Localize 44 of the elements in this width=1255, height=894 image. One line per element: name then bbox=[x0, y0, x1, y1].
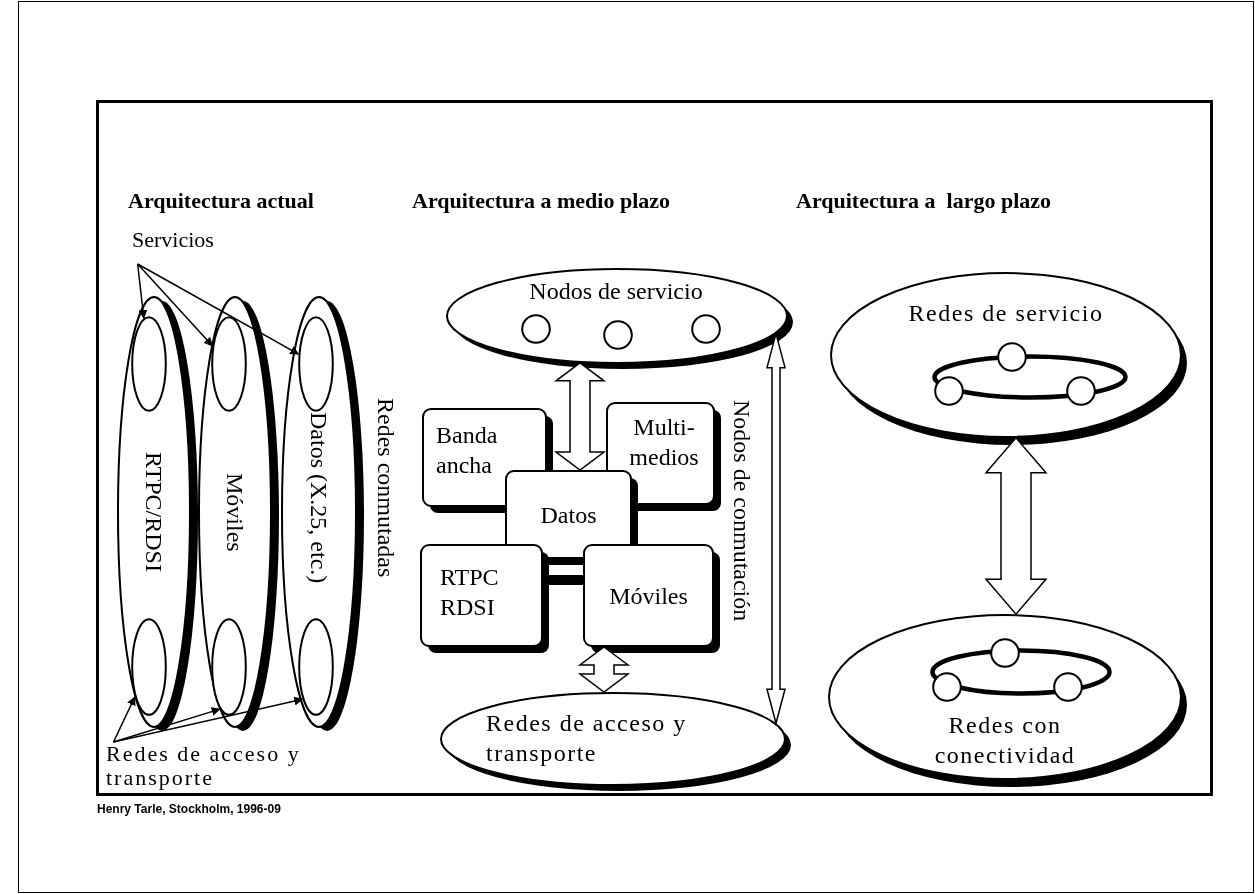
double-arrow bbox=[577, 646, 631, 693]
ellipse-node bbox=[211, 618, 247, 716]
node-label: Redes con conectividad bbox=[933, 711, 1077, 770]
callout-text: Redes de acceso y transporte bbox=[106, 742, 356, 790]
node-label: Móviles bbox=[221, 472, 249, 552]
arrow bbox=[136, 263, 148, 319]
node-label: Redes de servicio bbox=[907, 299, 1105, 328]
node-label: Datos bbox=[540, 500, 597, 530]
section-title: Arquitectura a largo plazo bbox=[796, 188, 1051, 214]
section-title: Arquitectura actual bbox=[128, 188, 314, 214]
double-arrow bbox=[766, 330, 786, 727]
node-label: RTPC RDSI bbox=[440, 563, 500, 622]
node-label: Móviles bbox=[609, 581, 688, 611]
network-ellipse bbox=[828, 614, 1188, 788]
arrow bbox=[112, 696, 304, 743]
ellipse-node bbox=[131, 618, 167, 716]
network-ellipse bbox=[281, 296, 365, 732]
side-label: Redes conmutadas bbox=[372, 398, 399, 578]
double-arrow bbox=[984, 436, 1048, 616]
switch-box bbox=[606, 402, 722, 512]
network-ellipse bbox=[440, 692, 792, 792]
ellipse-node bbox=[131, 316, 167, 412]
section-title: Arquitectura a medio plazo bbox=[412, 188, 671, 214]
caption: Henry Tarle, Stockholm, 1996-09 bbox=[97, 802, 281, 816]
arrow bbox=[136, 263, 300, 355]
switch-box bbox=[420, 544, 550, 654]
node-label: Multi- medios bbox=[628, 413, 700, 472]
node-label: Datos (X.25, etc.) bbox=[305, 412, 333, 584]
callout-text: Servicios bbox=[132, 228, 226, 264]
network-ellipse bbox=[198, 296, 280, 732]
double-arrow bbox=[553, 361, 607, 471]
node-label: Nodos de servicio bbox=[528, 277, 704, 306]
node-label: Redes de acceso y transporte bbox=[486, 709, 688, 768]
network-ellipse bbox=[446, 268, 794, 370]
ellipse-node bbox=[298, 316, 334, 412]
node-label: Banda ancha bbox=[436, 421, 499, 480]
network-ellipse bbox=[830, 272, 1188, 446]
node-label: RTPC/RDSI bbox=[140, 452, 168, 572]
switch-box bbox=[583, 544, 721, 654]
ellipse-node bbox=[298, 618, 334, 716]
network-ellipse bbox=[117, 296, 199, 732]
arrow bbox=[112, 696, 136, 743]
ellipse-node bbox=[211, 316, 247, 412]
arrow bbox=[136, 263, 214, 347]
